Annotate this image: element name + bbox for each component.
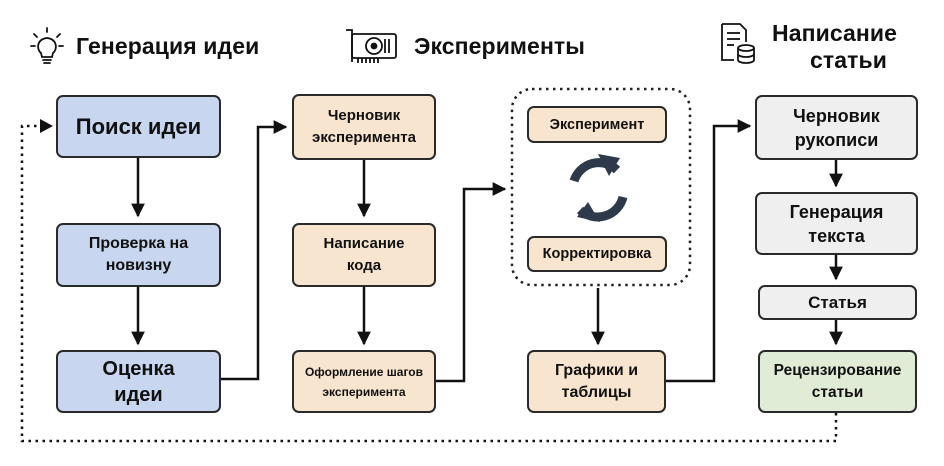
node-manuscript-draft: Черновик рукописи [755, 95, 918, 160]
feedback-arrowhead [40, 119, 53, 133]
node-score-line1: Оценка [102, 357, 175, 380]
node-results-line2: таблицы [561, 383, 632, 401]
node-experiment-draft: Черновик эксперимента [292, 94, 436, 160]
node-steps-line1: Оформление шагов [304, 364, 424, 379]
header-idea-title: Генерация идеи [76, 32, 260, 59]
node-steps-line2: эксперимента [322, 384, 406, 399]
node-text-generation: Генерация текста [755, 192, 918, 255]
header-experiments: Эксперименты [344, 26, 585, 66]
cycle-arrowhead-top [598, 154, 620, 176]
lightbulb-icon [30, 27, 64, 64]
gpu-card-icon [346, 29, 397, 63]
node-experiment-steps: Оформление шагов эксперимента [292, 350, 436, 413]
node-idea-search: Поиск идеи [56, 95, 221, 158]
node-code-line1: Написание [323, 235, 405, 252]
node-manuscript-line2: рукописи [794, 129, 879, 150]
node-write-code: Написание кода [292, 223, 436, 287]
node-results-line1: Графики и [554, 361, 639, 379]
node-novelty-line1: Проверка на [88, 235, 189, 252]
header-paper: Написание статьи [718, 20, 897, 76]
header-paper-title-line2: статьи [810, 47, 887, 73]
node-exp-draft-line1: Черновик [327, 107, 401, 124]
node-review-line1: Рецензирование [773, 361, 902, 379]
node-review-line2: статьи [811, 383, 864, 401]
node-exp-draft-line2: эксперимента [312, 129, 416, 146]
node-article-label: Статья [808, 292, 867, 312]
node-manuscript-line1: Черновик [793, 105, 880, 126]
node-score-line2: идеи [114, 383, 163, 406]
arrow-score-to-exp-draft [221, 120, 288, 381]
arrow-results-to-paper-draft [666, 119, 752, 383]
refresh-cycle-icon [569, 158, 628, 222]
node-correction: Корректировка [527, 236, 667, 272]
header-paper-title-line1: Написание [772, 20, 898, 46]
cycle-arrowhead-bottom [577, 202, 600, 222]
header-paper-title: Написание статьи [772, 20, 897, 74]
node-novelty-line2: новизну [105, 257, 172, 274]
node-article: Статья [758, 285, 917, 320]
node-experiment-run-label: Эксперимент [549, 116, 645, 133]
node-idea-score: Оценка идеи [56, 350, 221, 413]
experiment-loop-frame [510, 87, 692, 287]
arrow-steps-to-loop [436, 182, 507, 383]
node-textgen-line2: текста [808, 225, 865, 246]
node-novelty-check: Проверка на новизну [56, 223, 221, 287]
header-experiments-title: Эксперименты [414, 32, 586, 59]
node-paper-review: Рецензирование статьи [758, 350, 917, 413]
node-code-line2: кода [346, 257, 382, 274]
node-correction-label: Корректировка [542, 246, 652, 262]
node-textgen-line1: Генерация [789, 201, 884, 222]
node-idea-search-label: Поиск идеи [75, 113, 202, 139]
feedback-dotted-arrow [20, 124, 838, 443]
node-plots-tables: Графики и таблицы [527, 350, 666, 413]
node-experiment-run: Эксперимент [527, 106, 667, 143]
document-database-icon [721, 23, 755, 64]
header-idea: Генерация идеи [30, 26, 259, 66]
